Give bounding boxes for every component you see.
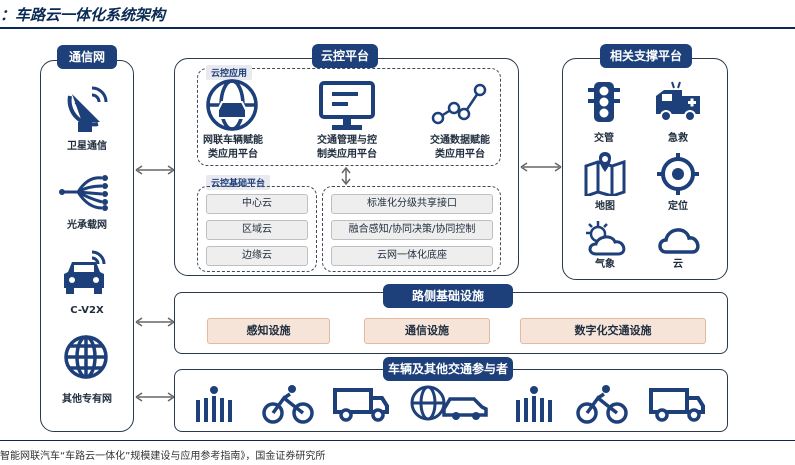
- traffic-light-icon: [588, 80, 620, 126]
- weather-label: 气象: [595, 259, 615, 270]
- ambulance-icon: [654, 80, 704, 124]
- cloud-network-base-box: 云网一体化底座: [331, 246, 493, 266]
- satellite-icon: [62, 82, 112, 134]
- figure-title: ：车路云一体化系统架构: [0, 6, 166, 24]
- standard-interface-box: 标准化分级共享接口: [331, 194, 493, 214]
- other-network-label: 其他专有网: [62, 394, 112, 405]
- positioning-icon: [656, 152, 700, 196]
- monitor-icon: [318, 80, 376, 132]
- app-data-line1: 交通数据赋能: [430, 135, 490, 146]
- source-divider: [0, 440, 795, 441]
- app-traffic-line2: 制类应用平台: [317, 149, 377, 160]
- left-vehicle-arrow: [135, 392, 175, 402]
- cv2x-car-icon: [62, 248, 112, 296]
- truck-icon: [332, 386, 390, 422]
- sensing-facility-box: 感知设施: [207, 318, 330, 344]
- emergency-label: 急救: [668, 133, 688, 144]
- cloud-support-arrow: [520, 162, 562, 172]
- vehicles-header: 车辆及其他交通参与者: [383, 357, 513, 381]
- data-nodes-icon: [430, 80, 488, 128]
- cloud-apps-group: [197, 68, 501, 166]
- edge-cloud-box: 边缘云: [206, 246, 308, 266]
- traffic-mgmt-label: 交管: [594, 133, 614, 144]
- app-traffic-line1: 交通管理与控: [317, 135, 377, 146]
- roadside-header: 路侧基础设施: [383, 284, 513, 308]
- truck-icon-2: [648, 386, 706, 422]
- pedestrians-icon: [192, 386, 240, 424]
- regional-cloud-box: 区域云: [206, 220, 308, 240]
- optical-network-icon: [58, 170, 116, 214]
- app-vehicle-line1: 网联车辆赋能: [203, 135, 263, 146]
- globe-network-icon: [62, 333, 110, 381]
- title-divider: [0, 27, 795, 29]
- pedestrians-icon-2: [512, 386, 560, 424]
- digital-traffic-facility-box: 数字化交通设施: [520, 318, 706, 344]
- app-vehicle-line2: 类应用平台: [208, 149, 258, 160]
- cloud-levels-group: [197, 186, 317, 272]
- communication-facility-box: 通信设施: [364, 318, 490, 344]
- cloud-icon: [656, 222, 702, 256]
- center-cloud-box: 中心云: [206, 194, 308, 214]
- left-cloud-arrow: [135, 165, 175, 175]
- cloud-apps-tag: 云控应用: [206, 65, 253, 80]
- positioning-label: 定位: [668, 201, 688, 212]
- left-roadside-arrow: [135, 317, 175, 327]
- support-platform-panel: [562, 58, 728, 280]
- source-note: 智能网联汽车“车路云一体化”规模建设与应用参考指南》，国金证券研究所: [0, 451, 326, 462]
- cv2x-label: C-V2X: [70, 305, 104, 316]
- connected-car-icon: [410, 383, 490, 423]
- cloud-control-header: 云控平台: [312, 44, 378, 68]
- optical-network-label: 光承载网: [67, 220, 107, 231]
- satellite-label: 卫星通信: [67, 141, 107, 152]
- cyclist-icon: [262, 384, 314, 424]
- cloud-label: 云: [673, 259, 683, 270]
- communication-network-header: 通信网: [57, 45, 117, 69]
- support-platform-header: 相关支撑平台: [600, 44, 692, 68]
- apps-base-arrow: [341, 166, 351, 186]
- cyclist-icon-2: [576, 384, 628, 424]
- app-data-line2: 类应用平台: [435, 149, 485, 160]
- map-icon: [584, 152, 626, 196]
- fusion-control-box: 融合感知/协同决策/协同控制: [331, 220, 493, 240]
- connected-vehicle-globe-icon: [204, 78, 260, 132]
- map-label: 地图: [595, 201, 615, 212]
- cloud-functions-group: [322, 186, 501, 272]
- weather-icon: [582, 220, 632, 258]
